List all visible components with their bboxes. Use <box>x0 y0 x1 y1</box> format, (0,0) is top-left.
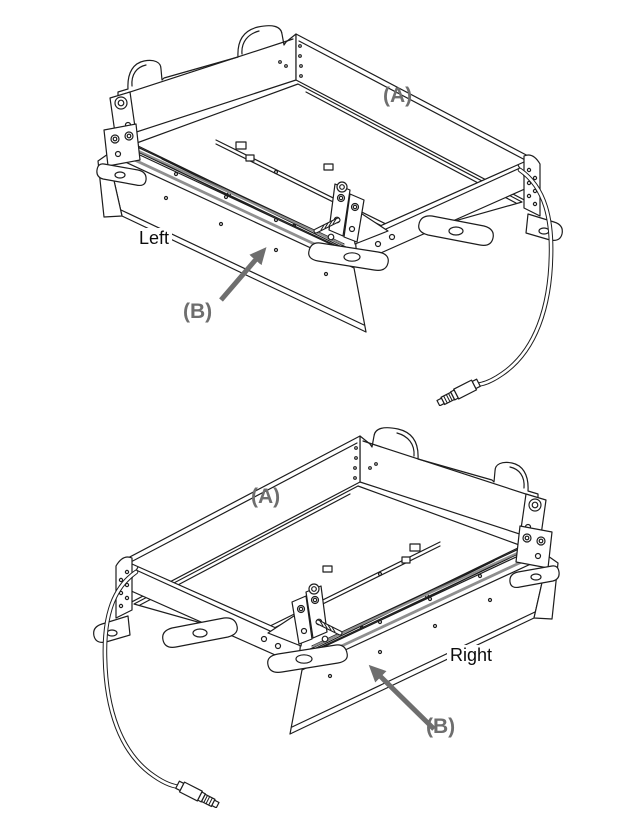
callout-b-arrow-icon <box>219 247 267 302</box>
callout-b-arrow-icon <box>368 664 436 731</box>
